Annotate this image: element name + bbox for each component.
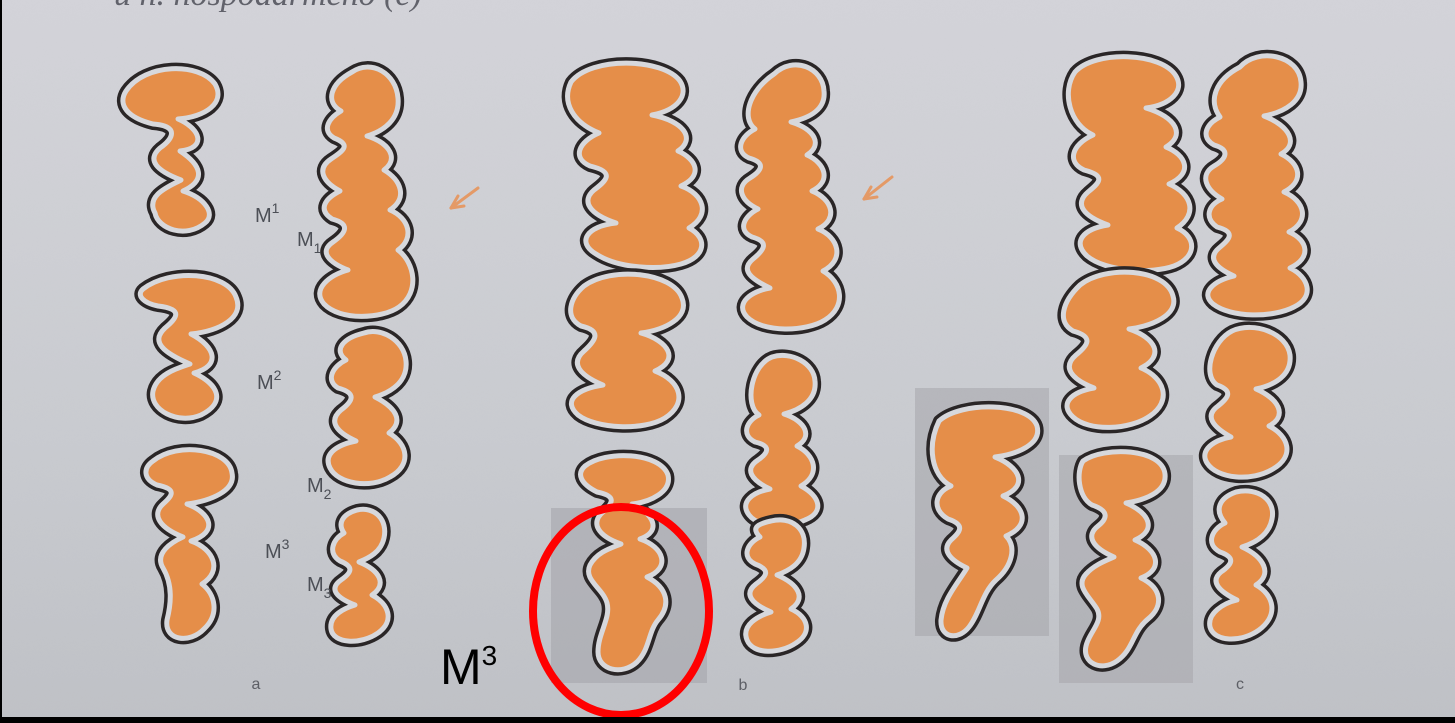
panel-label-c: c xyxy=(1236,676,1244,693)
left-border xyxy=(0,0,2,723)
panel-label-a: a xyxy=(252,676,261,693)
panel-label-b: b xyxy=(739,677,748,694)
bottom-border xyxy=(0,717,1455,723)
